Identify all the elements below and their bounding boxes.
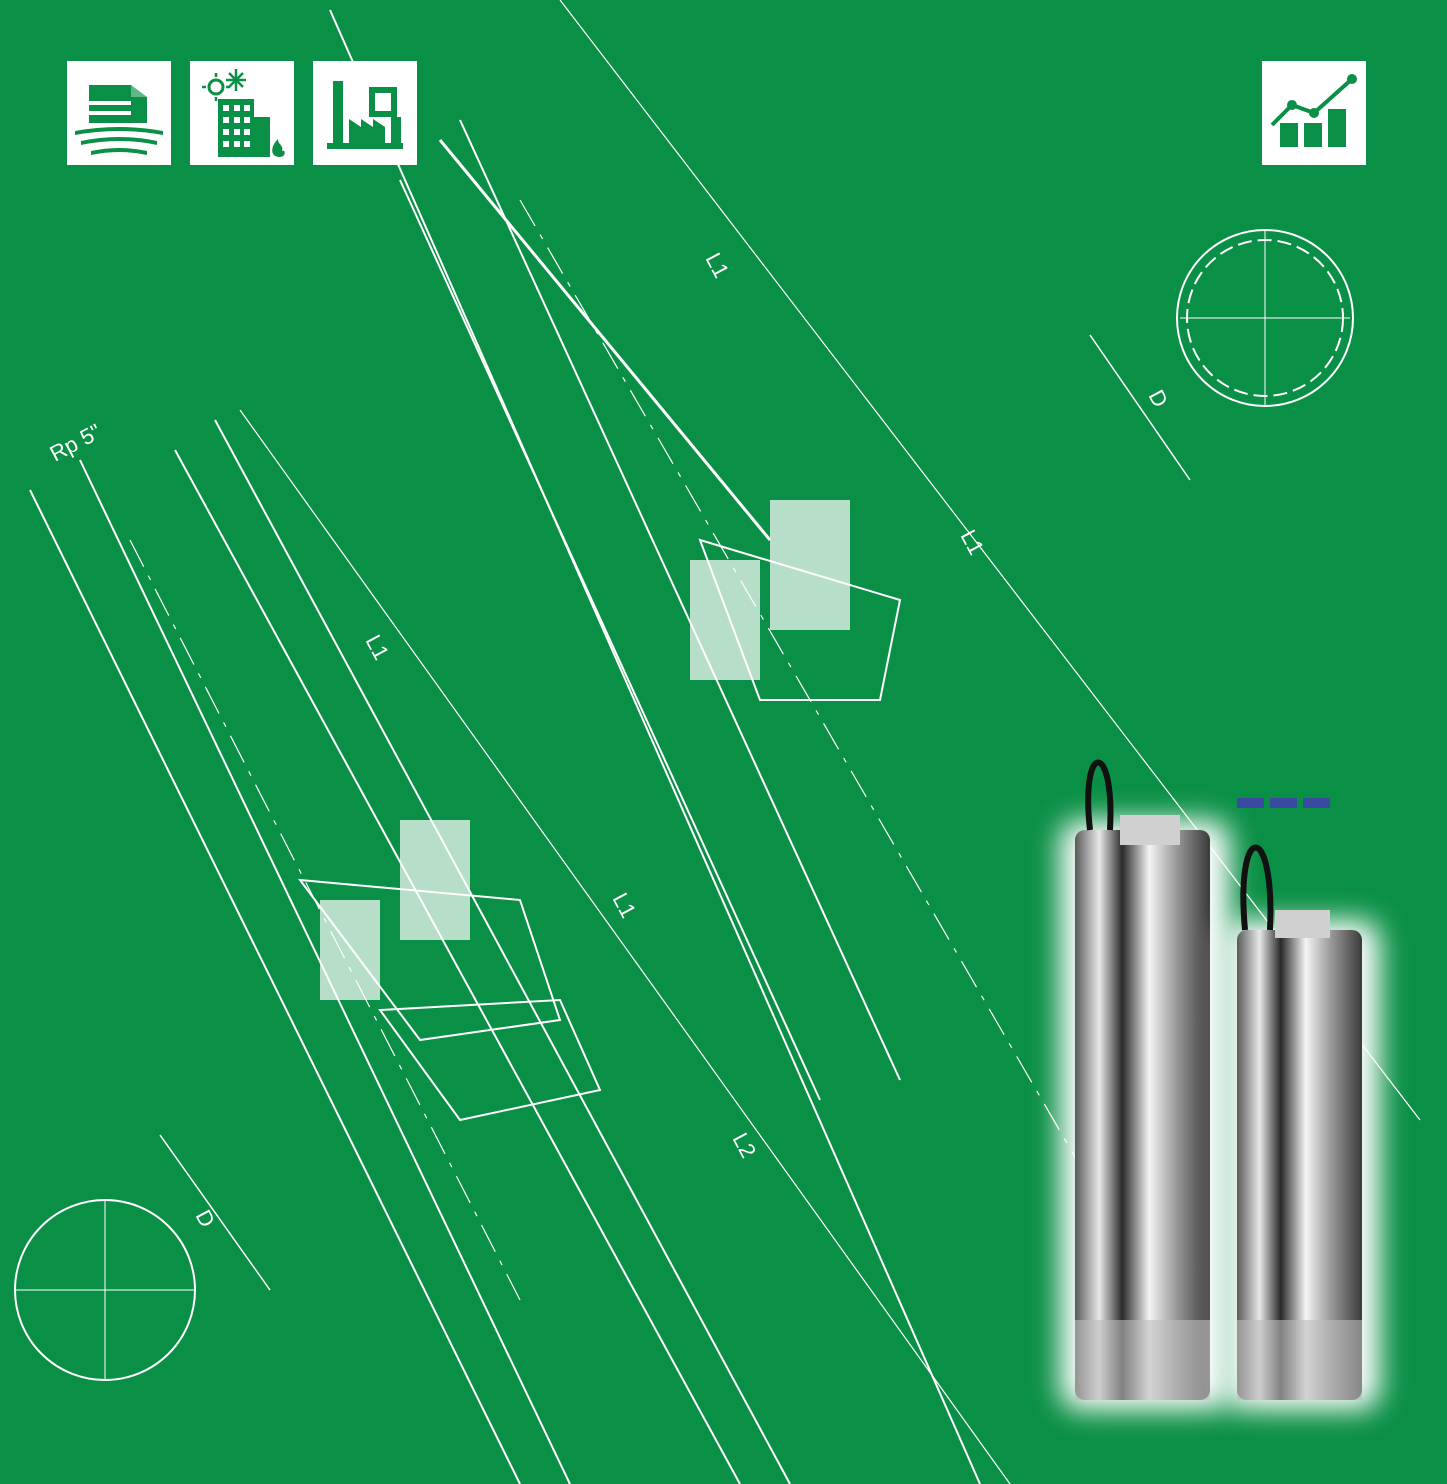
pump-product-large: [1060, 759, 1230, 1410]
industry-icon: [313, 61, 417, 165]
pump-product-small: [1225, 844, 1380, 1410]
accent-dash-2: [1270, 798, 1297, 808]
accent-dash-1: [1237, 798, 1264, 808]
circle-section-top: [1089, 229, 1354, 481]
pump-right-screens: [690, 500, 850, 680]
performance-chart-icon: [1262, 61, 1366, 165]
agriculture-icon: [67, 61, 171, 165]
circle-section-bottom: [14, 1134, 271, 1381]
pump-left-screens: [320, 820, 470, 1000]
accent-dash-3: [1303, 798, 1330, 808]
building-heating-cooling-icon: [190, 61, 294, 165]
